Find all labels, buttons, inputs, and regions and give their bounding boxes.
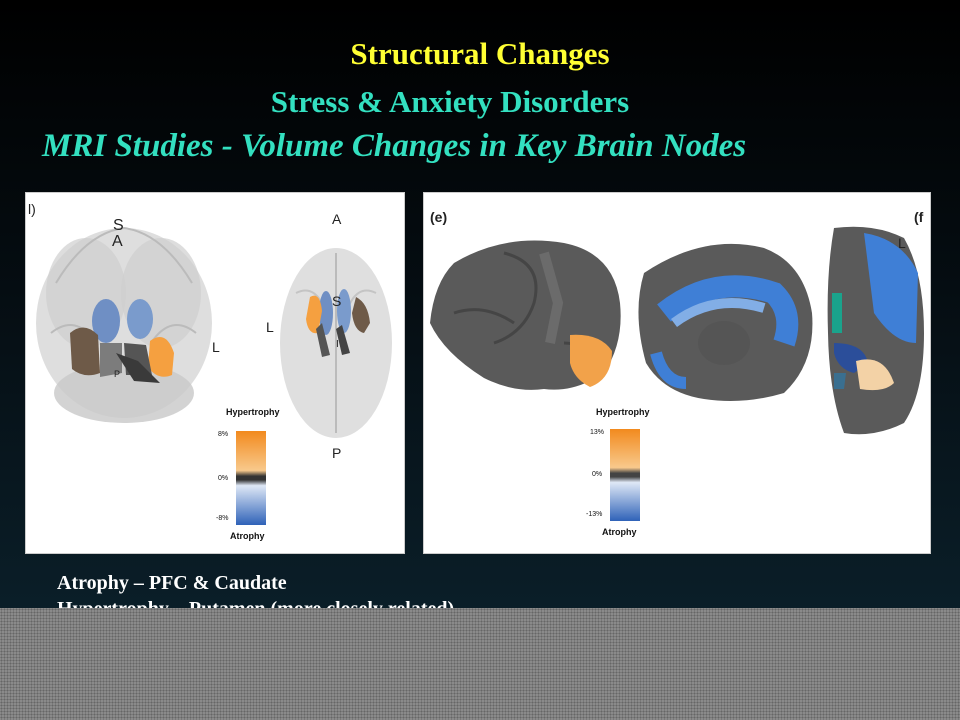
slide-title: Structural Changes xyxy=(350,36,610,71)
subcortical-brain-figure xyxy=(36,226,392,525)
medial-hemisphere xyxy=(638,243,813,401)
axial-label-l: L xyxy=(266,319,274,335)
slide-subtitle: Stress & Anxiety Disorders xyxy=(270,84,630,119)
right-corner-e: (e) xyxy=(430,209,448,225)
left-legend-title: Hypertrophy xyxy=(226,407,280,417)
axial-label-a: A xyxy=(332,211,342,227)
slide-heading: MRI Studies - Volume Changes in Key Brai… xyxy=(42,128,747,164)
lateral-hemisphere xyxy=(430,240,621,390)
cortical-brain-figure xyxy=(430,226,924,521)
right-colorbar xyxy=(610,429,640,521)
axial-brain xyxy=(280,248,392,438)
dotted-overlay xyxy=(0,608,960,720)
coronal-brain xyxy=(36,226,212,423)
axial-label-p: P xyxy=(332,445,342,461)
right-figure-panel: (e) (f L Hypertrophy 13% 0% -13% Atrophy xyxy=(423,192,931,554)
right-side-label-l: L xyxy=(898,235,906,251)
right-legend-title: Hypertrophy xyxy=(596,407,650,417)
right-legend-footer: Atrophy xyxy=(602,527,637,537)
axial-label-i: I xyxy=(336,339,339,350)
right-corner-f: (f xyxy=(914,209,924,225)
left-figure-panel: l) S A P L A S L I P Hypertrophy 8% 0% -… xyxy=(25,192,405,554)
finding-atrophy: Atrophy – PFC & Caudate xyxy=(57,572,287,594)
ventral-view xyxy=(827,226,924,435)
right-legend-mid: 0% xyxy=(592,471,603,478)
coronal-label-a: A xyxy=(112,233,123,250)
coronal-label-s: S xyxy=(113,217,124,234)
coronal-label-l: L xyxy=(212,339,220,355)
right-legend-top: 13% xyxy=(590,429,605,436)
left-legend-bottom: -8% xyxy=(216,515,229,522)
left-legend-footer: Atrophy xyxy=(230,531,265,541)
left-legend-top: 8% xyxy=(218,431,229,438)
coronal-label-p: P xyxy=(114,369,121,379)
left-corner-label: l) xyxy=(28,201,36,217)
axial-label-s: S xyxy=(332,293,342,309)
left-legend-mid: 0% xyxy=(218,475,229,482)
right-legend-bottom: -13% xyxy=(586,511,603,518)
left-colorbar xyxy=(236,431,266,525)
